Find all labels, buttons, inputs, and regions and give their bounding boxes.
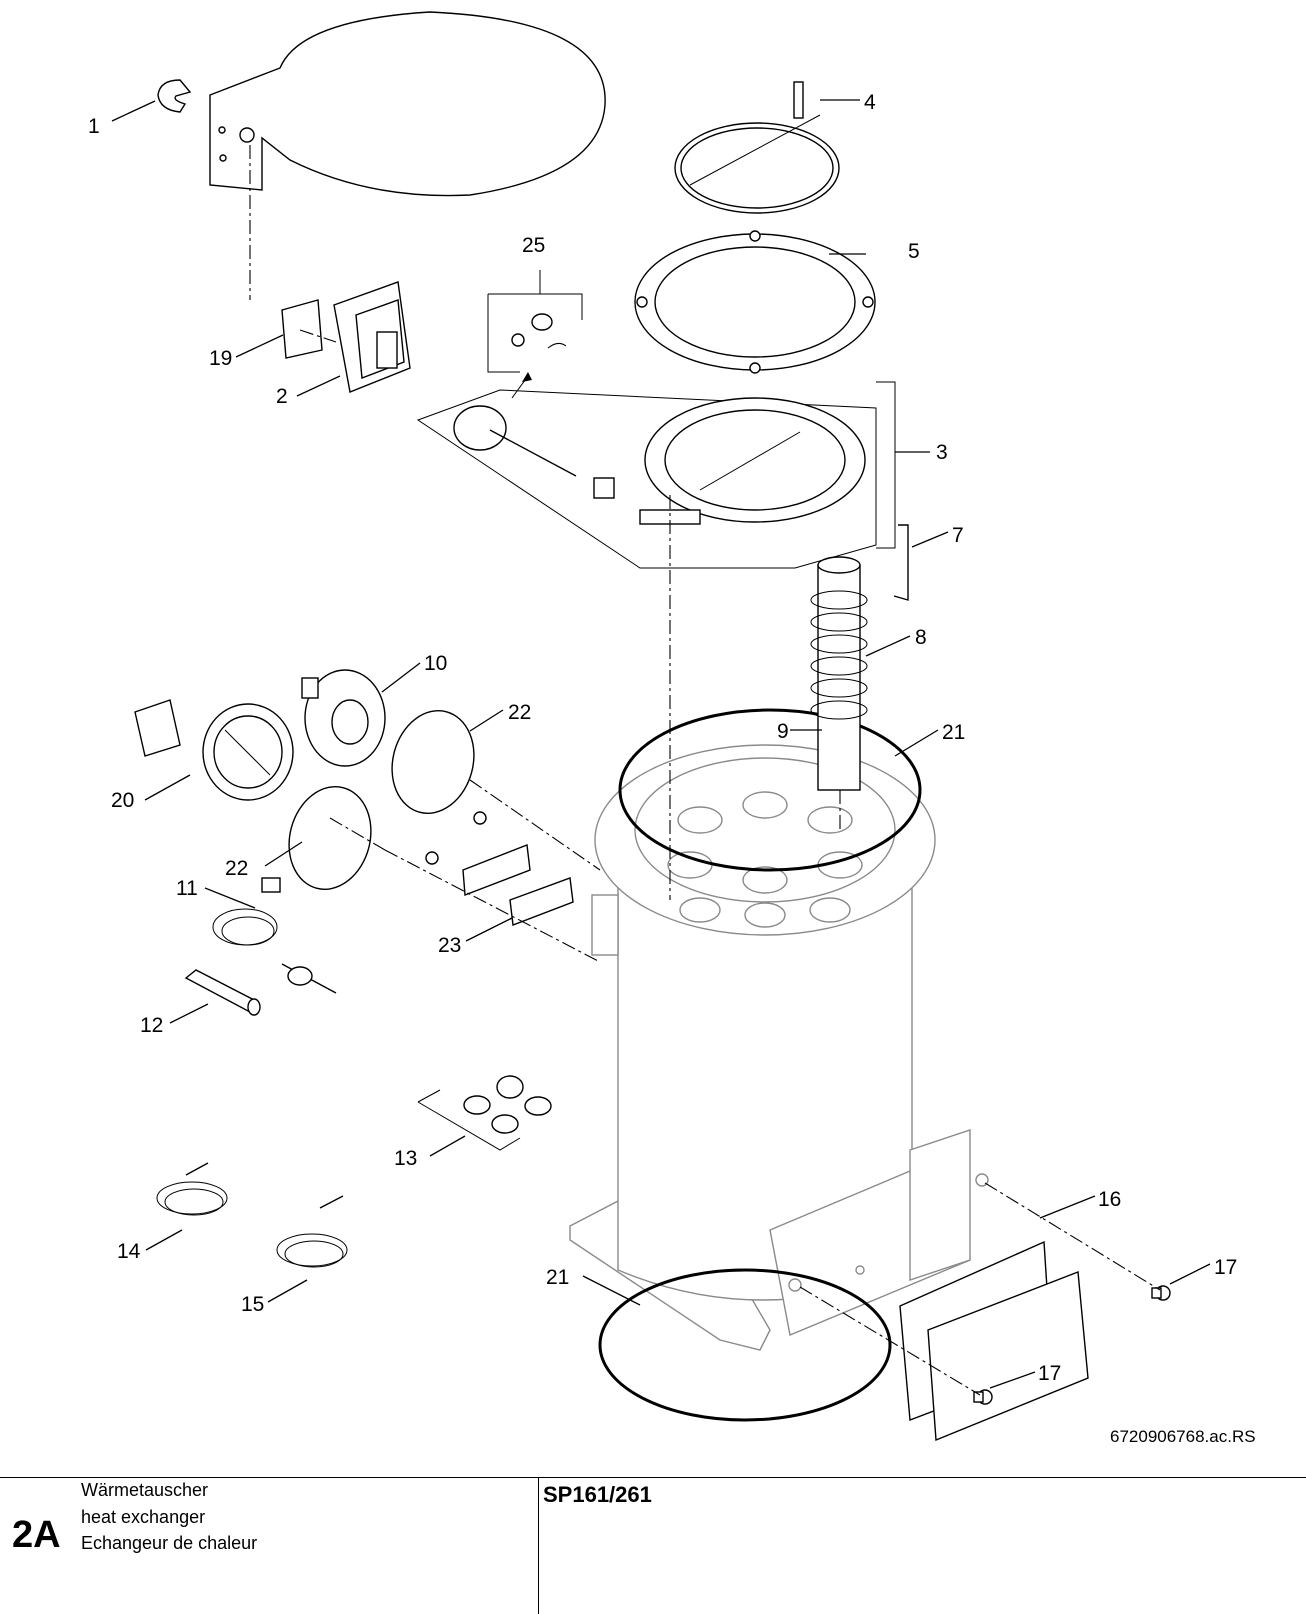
part-label: 20	[111, 789, 134, 812]
mounting-plate	[209, 11, 606, 197]
part-label: 5	[908, 240, 920, 263]
part-label: 13	[394, 1147, 417, 1170]
fan-impeller	[301, 669, 386, 767]
seal-kit	[417, 1075, 552, 1151]
part-label: 17	[1038, 1362, 1061, 1385]
part-label: 19	[209, 347, 232, 370]
drawing-reference: 6720906768.ac.RS	[1110, 1427, 1256, 1446]
exploded-parts-diagram: 1 2 3 4 5 7 8 9 10 11 12 13 14 15 16 17 …	[88, 11, 1256, 1446]
flue-tube	[817, 556, 861, 791]
bracket	[893, 524, 909, 601]
temperature-sensor-14	[156, 1162, 228, 1216]
ring-seal-lower	[598, 1268, 892, 1422]
part-label: 4	[864, 91, 876, 114]
ignition-transformer	[333, 281, 411, 393]
part-label: 7	[952, 524, 964, 547]
title-block: 2A Wärmetauscher heat exchanger Echangeu…	[0, 1477, 1306, 1614]
leader-lines	[111, 99, 1211, 1389]
part-label: 21	[546, 1266, 569, 1289]
burner-plate-assembly	[416, 381, 896, 569]
cover-gasket	[899, 1240, 1089, 1442]
part-label: 11	[176, 877, 198, 900]
burner-gasket	[634, 230, 876, 374]
part-label: 8	[915, 626, 927, 649]
title-german: Wärmetauscher	[81, 1480, 209, 1500]
part-label: 10	[424, 652, 447, 675]
fan-motor	[134, 699, 294, 801]
part-label: 9	[777, 720, 789, 743]
electrode-kit	[487, 270, 583, 399]
part-label: 3	[936, 441, 948, 464]
part-label: 1	[88, 115, 100, 138]
title-english: heat exchanger	[81, 1507, 206, 1527]
thumb-screw-lower	[973, 1389, 993, 1405]
page-code: 2A	[12, 1514, 61, 1556]
tube-holes	[667, 791, 863, 928]
part-labels: 1 2 3 4 5 7 8 9 10 11 12 13 14 15 16 17 …	[88, 91, 1237, 1385]
part-label: 21	[942, 721, 965, 744]
part-label: 17	[1214, 1256, 1237, 1279]
part-label: 25	[522, 234, 545, 257]
sensor-cable	[212, 877, 337, 994]
o-ring-lower	[288, 786, 372, 890]
part-label: 2	[276, 385, 288, 408]
part-label: 16	[1098, 1188, 1121, 1211]
part-label: 15	[241, 1293, 264, 1316]
heat-exchanger-body	[569, 744, 989, 1351]
model-number: SP161/261	[543, 1482, 652, 1507]
part-label: 14	[117, 1240, 141, 1263]
coil-spring	[810, 590, 868, 720]
part-label: 23	[438, 934, 461, 957]
title-block-divider	[538, 1478, 539, 1614]
part-label: 12	[140, 1014, 163, 1037]
inspection-cover	[425, 811, 574, 926]
assembly-lines	[249, 145, 1161, 1396]
ring-seal-upper	[618, 708, 922, 872]
part-label: 22	[508, 701, 531, 724]
baffle-ring	[674, 81, 840, 214]
title-french: Echangeur de chaleur	[81, 1533, 258, 1553]
thumb-screw-upper	[1151, 1285, 1171, 1301]
sensor-sleeve	[184, 969, 261, 1016]
gasket-plate	[281, 299, 323, 359]
temperature-sensor-15	[276, 1195, 348, 1268]
o-ring-upper	[391, 710, 475, 814]
mounting-plate-clip	[157, 79, 192, 113]
part-label: 22	[225, 857, 248, 880]
